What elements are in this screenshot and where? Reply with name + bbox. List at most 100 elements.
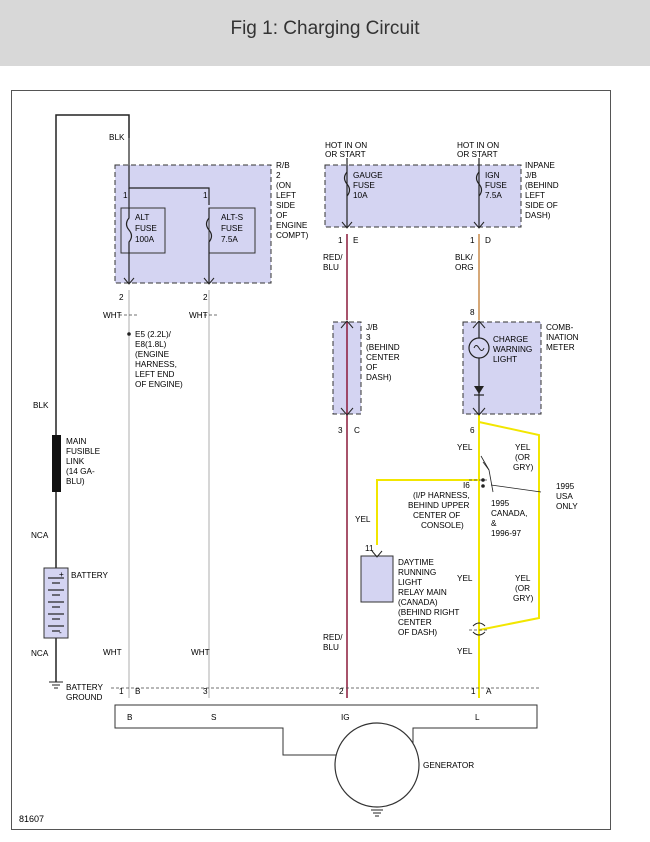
wire-label-yel-1: YEL xyxy=(457,443,473,452)
alt-fuse xyxy=(120,207,166,254)
gauge-fuse-line-3: 10A xyxy=(353,191,368,200)
alt-fuse-icon xyxy=(125,208,133,253)
svg-text:(ON: (ON xyxy=(276,181,291,190)
charge-light-line-3: LIGHT xyxy=(493,355,517,364)
pin-1-alt-s: 1 xyxy=(203,191,208,200)
svg-text:DASH): DASH) xyxy=(366,373,392,382)
svg-text:OF DASH): OF DASH) xyxy=(398,628,437,637)
generator-terminal-block xyxy=(114,704,538,756)
alt-fuse-line-3: 100A xyxy=(135,235,155,244)
header-bar: Fig 1: Charging Circuit xyxy=(0,0,650,66)
wire-yel-drl xyxy=(376,479,479,545)
svg-text:+: + xyxy=(59,570,64,579)
svg-text:GRY): GRY) xyxy=(513,594,534,603)
drl-relay xyxy=(360,555,394,603)
pin-11: 11 xyxy=(365,544,374,553)
generator-label: GENERATOR xyxy=(423,761,474,770)
wire-label-red-blu-1a: RED/ xyxy=(323,253,343,262)
svg-text:RELAY MAIN: RELAY MAIN xyxy=(398,588,447,597)
pin-2-alt-s: 2 xyxy=(203,293,208,302)
wire-label-yel-or-gry-2: YEL (OR GRY) xyxy=(513,574,534,603)
svg-text:YEL: YEL xyxy=(515,443,531,452)
diode-icon xyxy=(474,386,484,394)
ign-fuse-line-3: 7.5A xyxy=(485,191,502,200)
svg-text:INPANE: INPANE xyxy=(525,161,555,170)
svg-text:CENTER OF: CENTER OF xyxy=(413,511,460,520)
wire-label-yel-4: YEL xyxy=(457,647,473,656)
svg-text:METER: METER xyxy=(546,343,575,352)
wire-label-yel-3: YEL xyxy=(457,574,473,583)
alt-s-fuse-icon xyxy=(205,208,213,253)
svg-text:RUNNING: RUNNING xyxy=(398,568,436,577)
svg-text:OF ENGINE): OF ENGINE) xyxy=(135,380,183,389)
variant-usa-label: 1995 USA ONLY xyxy=(556,482,578,511)
hot-ign-line-2: OR START xyxy=(457,150,498,159)
svg-text:LEFT: LEFT xyxy=(525,191,545,200)
terminal-l: L xyxy=(475,713,480,722)
pin-1-b: 1 xyxy=(119,687,124,696)
svg-text:3: 3 xyxy=(366,333,371,342)
ign-fuse-line-1: IGN xyxy=(485,171,500,180)
svg-text:(OR: (OR xyxy=(515,453,530,462)
pin-1-ign: 1 xyxy=(470,236,475,245)
svg-text:E8(1.8L): E8(1.8L) xyxy=(135,340,167,349)
pin-3-s: 3 xyxy=(203,687,208,696)
pin-1-gauge: 1 xyxy=(338,236,343,245)
relay-box-label: R/B 2 (ON LEFT SIDE OF ENGINE COMPT) xyxy=(276,161,309,240)
svg-text:&: & xyxy=(491,519,497,528)
pin-d: D xyxy=(485,236,491,245)
svg-text:HARNESS,: HARNESS, xyxy=(135,360,177,369)
svg-text:ONLY: ONLY xyxy=(556,502,578,511)
combination-meter-label: COMB- INATION METER xyxy=(546,323,579,352)
svg-text:CENTER: CENTER xyxy=(398,618,432,627)
charge-light-line-1: CHARGE xyxy=(493,335,529,344)
svg-text:BLU): BLU) xyxy=(66,477,85,486)
connector-i6-label: I6 (I/P HARNESS, BEHIND UPPER CENTER OF … xyxy=(408,481,470,530)
wire-label-nca-2: NCA xyxy=(31,649,49,658)
svg-text:LEFT: LEFT xyxy=(276,191,296,200)
svg-text:(14 GA-: (14 GA- xyxy=(66,467,95,476)
pin-a: A xyxy=(486,687,492,696)
gauge-fuse-line-2: FUSE xyxy=(353,181,375,190)
svg-text:I6: I6 xyxy=(463,481,470,490)
svg-text:SIDE OF: SIDE OF xyxy=(525,201,558,210)
wire-label-wht-2: WHT xyxy=(189,311,208,320)
svg-text:LIGHT: LIGHT xyxy=(398,578,422,587)
pin-c: C xyxy=(354,426,360,435)
svg-text:DASH): DASH) xyxy=(525,211,551,220)
gauge-fuse-icon xyxy=(343,171,351,197)
terminal-s: S xyxy=(211,713,217,722)
pin-1-l: 1 xyxy=(471,687,476,696)
main-fusible-link xyxy=(52,435,61,492)
svg-text:COMPT): COMPT) xyxy=(276,231,309,240)
svg-text:USA: USA xyxy=(556,492,573,501)
alt-fuse-line-2: FUSE xyxy=(135,224,157,233)
wire-label-red-blu-2a: RED/ xyxy=(323,633,343,642)
wire-label-blk-top: BLK xyxy=(109,133,125,142)
pin-6: 6 xyxy=(470,426,475,435)
diagram-frame: ALT FUSE 100A ALT-S FUSE 7.5A R/B 2 (ON … xyxy=(11,90,611,830)
generator xyxy=(334,722,420,808)
svg-text:CONSOLE): CONSOLE) xyxy=(421,521,464,530)
connector-e5-label: E5 (2.2L)/ E8(1.8L) (ENGINE HARNESS, LEF… xyxy=(135,330,183,389)
svg-text:1995: 1995 xyxy=(491,499,510,508)
alt-s-fuse-line-2: FUSE xyxy=(221,224,243,233)
wire-yel-usa xyxy=(478,421,540,631)
wire-blk-main xyxy=(55,114,130,435)
hot-gauge-line-2: OR START xyxy=(325,150,366,159)
pin-2-ig: 2 xyxy=(339,687,344,696)
svg-text:SIDE: SIDE xyxy=(276,201,296,210)
pin-e: E xyxy=(353,236,359,245)
svg-text:GRY): GRY) xyxy=(513,463,534,472)
svg-text:INATION: INATION xyxy=(546,333,579,342)
svg-text:(ENGINE: (ENGINE xyxy=(135,350,170,359)
battery-ground-line-1: BATTERY xyxy=(66,683,104,692)
inpane-label: INPANE J/B (BEHIND LEFT SIDE OF DASH) xyxy=(525,161,559,220)
svg-text:R/B: R/B xyxy=(276,161,290,170)
wire-label-nca-1: NCA xyxy=(31,531,49,540)
svg-text:FUSIBLE: FUSIBLE xyxy=(66,447,101,456)
ign-fuse-icon xyxy=(475,171,483,197)
hot-ign-line-1: HOT IN ON xyxy=(457,141,499,150)
svg-text:CENTER: CENTER xyxy=(366,353,400,362)
inpane-junction-box xyxy=(324,164,522,228)
